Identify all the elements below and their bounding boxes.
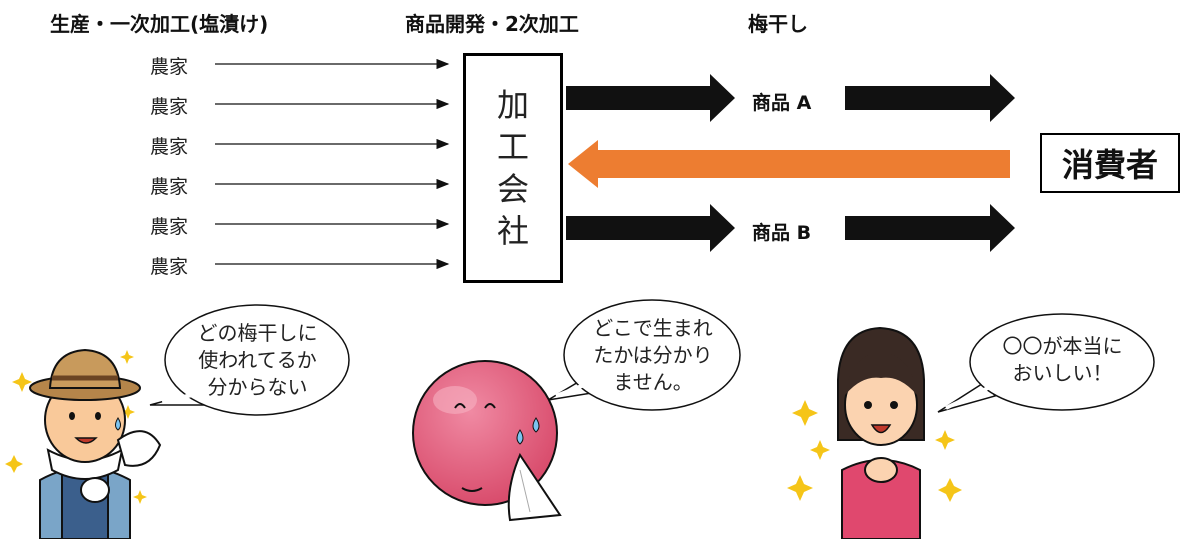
company-char: 社: [496, 212, 529, 250]
arrow-to-product-a: [566, 74, 735, 122]
bubble-line: たかは分かり: [593, 343, 713, 367]
farmer-illustration: [5, 348, 162, 539]
bubble-line: どの梅干しに: [197, 321, 318, 345]
header-processing: 商品開発・2次加工: [405, 12, 579, 36]
feedback-arrow: [568, 140, 1010, 188]
company-char: 加: [496, 86, 529, 124]
consumer-bubble-text: 〇〇が本当に おいしい！: [975, 333, 1150, 387]
bubble-line: 〇〇が本当に: [1002, 334, 1123, 358]
farmer-label: 農家: [150, 176, 189, 198]
bubble-line: おいしい！: [1012, 361, 1113, 385]
farmer-bubble-text: どの梅干しに 使われてるか 分からない: [170, 320, 345, 401]
farmer-label: 農家: [150, 256, 189, 278]
product-a-label: 商品 A: [752, 92, 812, 114]
processing-company-box: 加 工 会 社: [463, 53, 563, 283]
farmer-label: 農家: [150, 96, 189, 118]
farmer-label: 農家: [150, 136, 189, 158]
bubble-line: どこで生まれ: [593, 316, 713, 340]
plum-illustration: [412, 360, 562, 522]
consumer-box: 消費者: [1040, 133, 1180, 193]
arrow-to-product-b: [566, 204, 735, 252]
bubble-line: 使われてるか: [198, 348, 317, 372]
consumer-illustration: [787, 326, 962, 539]
plum-bubble-text: どこで生まれ たかは分かり ません。: [568, 315, 738, 396]
bubble-line: 分からない: [207, 375, 308, 399]
arrow-product-a-to-consumer: [845, 74, 1015, 122]
speech-bubble-consumer: [937, 313, 1155, 413]
farmer-label: 農家: [150, 216, 189, 238]
company-char: 工: [496, 128, 529, 166]
speech-bubble-plum: [547, 299, 741, 411]
header-production: 生産・一次加工(塩漬け): [50, 12, 269, 36]
farmer-arrows: [215, 58, 450, 270]
product-b-label: 商品 B: [752, 222, 812, 244]
farmer-label: 農家: [150, 56, 189, 78]
bubble-line: ません。: [613, 370, 693, 394]
header-product: 梅干し: [748, 12, 808, 36]
arrow-product-b-to-consumer: [845, 204, 1015, 252]
company-char: 会: [496, 170, 529, 208]
speech-bubble-farmer: [149, 304, 350, 416]
